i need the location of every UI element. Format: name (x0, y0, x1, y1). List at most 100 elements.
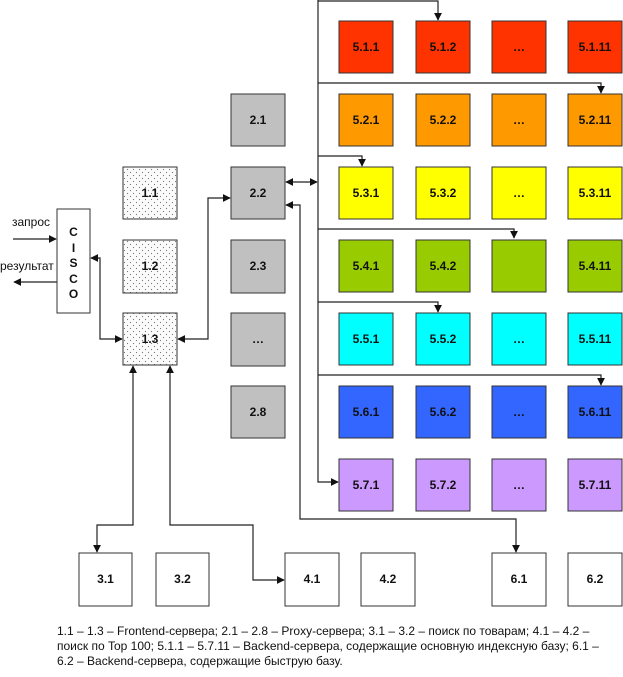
server-box (338, 20, 394, 74)
cisco-letter: C (69, 225, 78, 239)
server-box (567, 239, 623, 293)
server-label: 5.3.1 (353, 186, 380, 200)
server-label: 1.1 (142, 186, 159, 200)
proxy-server-2-1: 2.1 (230, 93, 286, 147)
server-label: 1.2 (142, 259, 159, 273)
server-label: 5.6.11 (579, 405, 612, 419)
server-label: … (252, 332, 264, 346)
legend-caption: 1.1 – 1.3 – Frontend-сервера; 2.1 – 2.8 … (57, 624, 599, 668)
server-label: … (513, 40, 525, 54)
backend-server: … (491, 166, 547, 220)
server-label: … (513, 478, 525, 492)
search-server-3-2: 3.2 (155, 552, 210, 607)
backend-server: 5.1.2 (415, 20, 471, 74)
server-label: 5.2.11 (579, 113, 612, 127)
cisco-router: C I S C O (56, 208, 91, 314)
server-box (491, 93, 547, 147)
proxy-server-2-2: 2.2 (230, 166, 286, 220)
server-label: 3.2 (174, 572, 191, 586)
backend-server: 5.5.1 (338, 312, 394, 366)
backend-server: … (491, 93, 547, 147)
backend-server: 5.5.2 (415, 312, 471, 366)
server-box (567, 312, 623, 366)
server-box (567, 93, 623, 147)
server-label: … (513, 113, 525, 127)
top-server-4-1: 4.1 (284, 552, 340, 607)
proxy-server-2-3: 2.3 (230, 239, 286, 294)
backend-server: 5.3.1 (338, 166, 394, 220)
backend-server: 5.1.1 (338, 20, 394, 74)
server-label: 5.3.2 (430, 186, 457, 200)
server-label: 5.6.1 (353, 405, 380, 419)
server-box (567, 458, 623, 512)
server-box (567, 385, 623, 439)
backend-server: 5.4.11 (567, 239, 623, 293)
backend-server: 5.2.2 (415, 93, 471, 147)
backend-server: 5.6.11 (567, 385, 623, 439)
server-label: 5.3.11 (579, 186, 612, 200)
server-label: 6.2 (587, 572, 604, 586)
server-label: 4.2 (380, 572, 397, 586)
server-label: 5.7.2 (430, 478, 457, 492)
frontend-server-1-3: 1.3 (122, 312, 178, 366)
server-label: 5.5.2 (430, 332, 457, 346)
backend-grid: 5.1.1 5.1.2 … 5.1.11 5.2.1 5.2.2 … 5.2.11 5.3.1 5… (338, 20, 623, 512)
cisco-letter: S (69, 256, 77, 270)
server-label: 5.5.1 (353, 332, 380, 346)
backend-server: … (491, 312, 547, 366)
cisco-letter: I (72, 241, 75, 255)
backend-server: 5.4.2 (415, 239, 471, 293)
server-label: 5.6.2 (430, 405, 457, 419)
fast-backend-6-2: 6.2 (567, 552, 623, 607)
backend-server: 5.7.1 (338, 458, 394, 512)
server-label: … (513, 405, 525, 419)
server-label: 3.1 (97, 572, 114, 586)
server-label: 2.1 (250, 113, 267, 127)
server-box (491, 239, 547, 293)
server-label: … (513, 186, 525, 200)
server-label: 5.4.11 (579, 259, 612, 273)
connections (90, 0, 605, 584)
server-label: 5.4.1 (353, 259, 380, 273)
server-label: 5.2.1 (353, 113, 380, 127)
server-label: … (513, 332, 525, 346)
fast-backend-6-1: 6.1 (491, 552, 547, 607)
server-label: 5.1.1 (353, 40, 380, 54)
server-box (415, 20, 471, 74)
server-label: 2.3 (250, 259, 267, 273)
server-box (491, 20, 547, 74)
server-box (338, 93, 394, 147)
backend-server: … (491, 20, 547, 74)
server-label: 5.1.2 (430, 40, 457, 54)
backend-server: 5.6.1 (338, 385, 394, 439)
result-label: результат (0, 259, 54, 273)
server-label: 4.1 (304, 572, 321, 586)
frontend-server-1-2: 1.2 (122, 239, 178, 294)
request-label: запрос (12, 215, 50, 229)
backend-server: 5.4.1 (338, 239, 394, 293)
backend-server: 5.2.11 (567, 93, 623, 147)
server-box (415, 93, 471, 147)
server-label: 2.8 (250, 405, 267, 419)
server-label: 5.5.11 (579, 332, 612, 346)
backend-server: 5.3.2 (415, 166, 471, 220)
server-box (567, 20, 623, 74)
backend-server: 5.1.11 (567, 20, 623, 74)
backend-server: 5.2.1 (338, 93, 394, 147)
backend-server: 5.7.2 (415, 458, 471, 512)
top-server-4-2: 4.2 (360, 552, 416, 607)
backend-server: 5.6.2 (415, 385, 471, 439)
backend-server (491, 239, 547, 293)
cisco-letter: C (69, 272, 78, 286)
proxy-server-ellipsis: … (230, 312, 286, 367)
server-label: 5.4.2 (430, 259, 457, 273)
cisco-letter: O (69, 287, 78, 301)
server-label: 5.7.1 (353, 478, 380, 492)
backend-server: 5.7.11 (567, 458, 623, 512)
server-label: 6.1 (511, 572, 528, 586)
server-box (567, 166, 623, 220)
backend-server: … (491, 385, 547, 439)
backend-server: 5.3.11 (567, 166, 623, 220)
server-label: 2.2 (250, 186, 267, 200)
